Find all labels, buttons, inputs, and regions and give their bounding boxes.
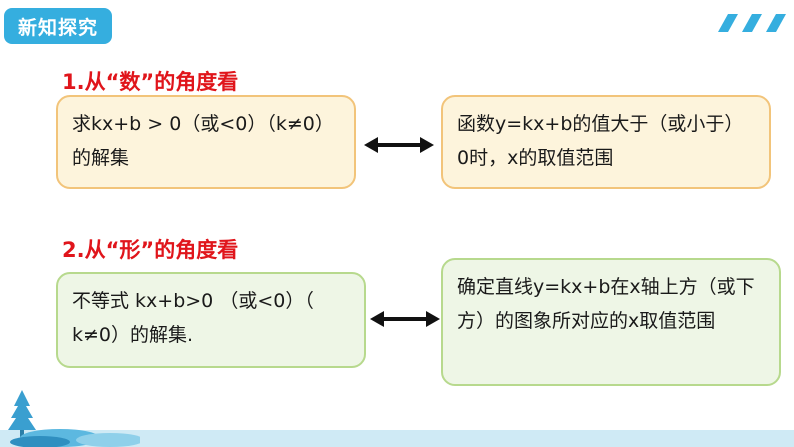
slash-stripes-icon <box>718 14 786 32</box>
section1-heading: 1.从“数”的角度看 <box>62 70 239 94</box>
footer-band <box>0 430 794 447</box>
number-view-inequality-box: 求kx+b > 0（或<0）（k≠0）的解集 <box>56 95 356 189</box>
number-view-function-box: 函数y=kx+b的值大于（或小于）0时，x的取值范围 <box>441 95 771 189</box>
double-arrow-icon <box>364 137 434 153</box>
tree-landscape-icon <box>8 390 140 447</box>
number-view-inequality-text: 求kx+b > 0（或<0）（k≠0）的解集 <box>72 113 334 169</box>
shape-view-inequality-box: 不等式 kx+b>0 （或<0）（ k≠0）的解集. <box>56 272 366 368</box>
shape-view-graph-box: 确定直线y=kx+b在x轴上方（或下方）的图象所对应的x取值范围 <box>441 258 781 386</box>
number-view-function-text: 函数y=kx+b的值大于（或小于）0时，x的取值范围 <box>457 113 744 169</box>
double-arrow-icon <box>370 311 440 327</box>
section2-heading: 2.从“形”的角度看 <box>62 238 239 262</box>
section-badge: 新知探究 <box>4 8 112 44</box>
shape-view-inequality-text: 不等式 kx+b>0 （或<0）（ k≠0）的解集. <box>72 290 314 346</box>
shape-view-graph-text: 确定直线y=kx+b在x轴上方（或下方）的图象所对应的x取值范围 <box>457 276 755 332</box>
